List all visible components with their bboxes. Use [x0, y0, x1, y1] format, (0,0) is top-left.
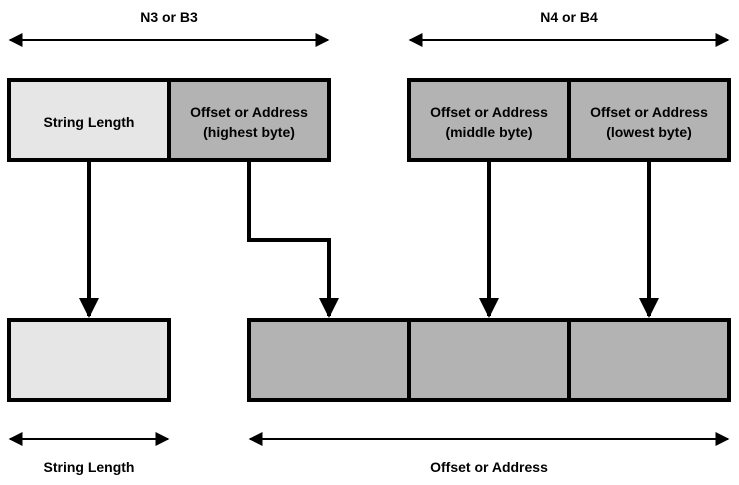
top-box-offset-lowest-line2: (lowest byte) — [606, 124, 692, 140]
top-box-offset-lowest-line1: Offset or Address — [590, 104, 708, 120]
bottom-box-offset-3 — [567, 318, 731, 402]
bottom-left-span-label: String Length — [44, 459, 135, 475]
top-box-offset-highest — [167, 78, 331, 162]
top-left-span-label: N3 or B3 — [140, 9, 198, 25]
bottom-box-offset-1 — [247, 318, 411, 402]
top-box-offset-middle-line1: Offset or Address — [430, 104, 548, 120]
top-box-offset-middle-line2: (middle byte) — [445, 124, 532, 140]
top-box-string-length-label: String Length — [44, 114, 135, 130]
bottom-box-offset-2 — [407, 318, 571, 402]
top-box-offset-middle — [407, 78, 571, 162]
top-box-offset-lowest — [567, 78, 731, 162]
connector-arrow-offset-highest — [247, 162, 339, 318]
top-box-offset-highest-line2: (highest byte) — [203, 124, 295, 140]
top-box-offset-highest-line1: Offset or Address — [190, 104, 308, 120]
bottom-right-span-label: Offset or Address — [430, 459, 548, 475]
top-right-span-label: N4 or B4 — [540, 9, 598, 25]
bottom-box-string-length — [7, 318, 171, 402]
